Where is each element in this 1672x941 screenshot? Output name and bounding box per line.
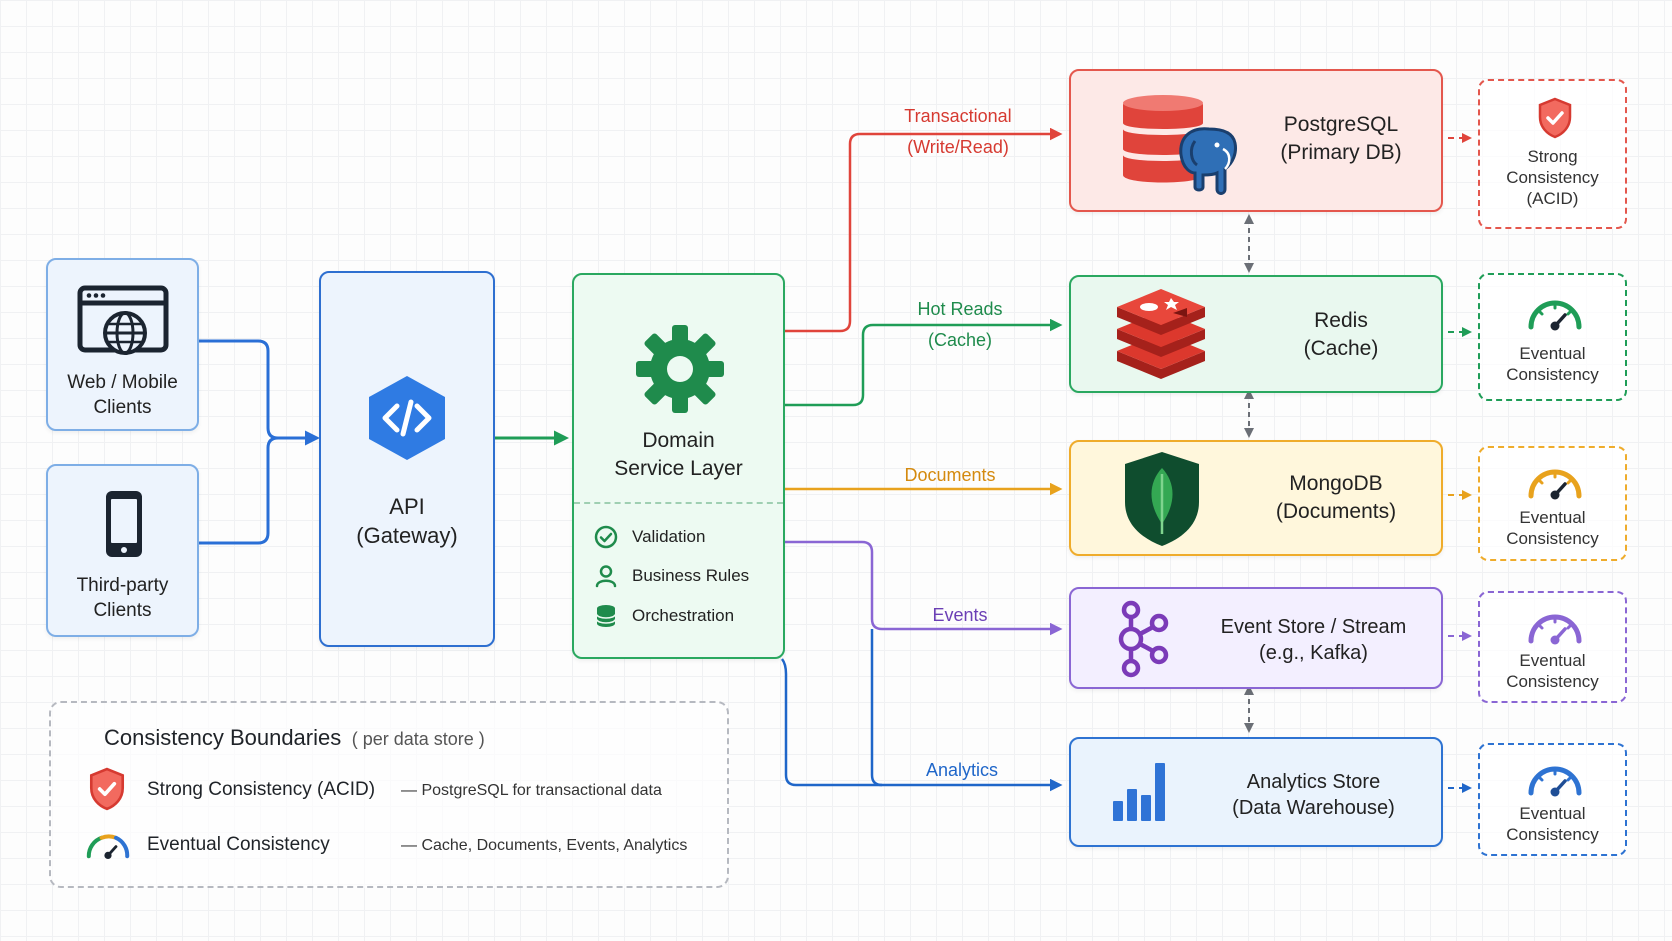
user-icon [595,565,617,588]
consistency-eventual-mongo: Eventual Consistency [1478,446,1627,561]
code-hexagon-icon [369,376,445,460]
mongodb-leaf-icon [1125,452,1199,546]
gauge-icon [1528,469,1582,500]
legend-eventual-label: Eventual Consistency [147,834,330,855]
eventual-events-line2: Consistency [1506,672,1599,691]
eventual-analytics-line1: Eventual [1519,804,1586,823]
domain-label-line1: Domain [642,429,715,452]
web-mobile-label-line2: Clients [93,397,152,418]
edge-label-hot-reads: Hot Reads (Cache) [880,298,1040,351]
event-store-label-line2: (e.g., Kafka) [1259,642,1368,664]
browser-globe-icon [77,285,169,355]
feature-orchestration: Orchestration [632,606,735,625]
edge-domain-to-postgres [782,127,1063,333]
gear-icon [636,325,724,413]
legend-subtitle: ( per data store ) [351,729,485,749]
analytics-store-label-line1: Analytics Store [1246,771,1381,793]
postgresql-label-line2: (Primary DB) [1280,141,1402,164]
edge-label-documents: Documents [870,464,1030,486]
web-mobile-clients-node[interactable]: Web / Mobile Clients [46,258,199,431]
postgres-elephant-icon [1123,95,1237,195]
edge-label-transactional: Transactional (Write/Read) [878,105,1038,158]
third-party-label-line1: Third-party [76,575,169,596]
postgresql-label-line1: PostgreSQL [1283,113,1399,136]
feature-validation: Validation [632,527,706,546]
third-party-label-line2: Clients [93,600,152,621]
mobile-phone-icon [106,491,142,557]
consistency-eventual-events: Eventual Consistency [1478,591,1627,703]
edge-label-transactional-line1: Transactional [904,106,1012,126]
redis-node[interactable]: Redis (Cache) [1069,275,1443,393]
legend-title-row: Consistency Boundaries ( per data store … [104,725,485,751]
analytics-store-label-line2: (Data Warehouse) [1232,797,1395,819]
gauge-icon [1528,766,1582,797]
eventual-redis-line2: Consistency [1506,365,1599,384]
edge-events-branch-to-analytics [870,629,883,787]
check-circle-icon [594,525,618,549]
eventual-redis-line1: Eventual [1519,344,1586,363]
bar-chart-icon [1113,763,1165,821]
gauge-icon [1528,300,1582,331]
domain-divider [574,502,783,504]
edge-label-hot-reads-line2: (Cache) [927,330,993,350]
consistency-eventual-analytics: Eventual Consistency [1478,743,1627,856]
eventual-analytics-line2: Consistency [1506,825,1599,844]
eventual-mongo-line1: Eventual [1519,508,1586,527]
mongodb-node[interactable]: MongoDB (Documents) [1069,440,1443,556]
edge-label-events-line1: Events [932,605,988,625]
legend-strong-label: Strong Consistency (ACID) [147,779,376,800]
edge-domain-to-analytics [780,658,1063,792]
strong-line1: Strong [1527,147,1578,166]
postgresql-node[interactable]: PostgreSQL (Primary DB) [1069,69,1443,212]
consistency-strong-postgres: Strong Consistency (ACID) [1478,79,1627,229]
eventual-mongo-line2: Consistency [1506,529,1599,548]
domain-service-layer-node[interactable]: Domain Service Layer Validation Business… [572,273,785,659]
api-label-line1: API [389,494,425,519]
legend-strong-desc: — PostgreSQL for transactional data [401,782,662,799]
legend-eventual-desc: — Cache, Documents, Events, Analytics [401,837,688,854]
shield-check-icon [1538,97,1572,139]
web-mobile-label-line1: Web / Mobile [67,372,178,393]
eventual-events-line1: Eventual [1519,651,1586,670]
consistency-eventual-redis: Eventual Consistency [1478,273,1627,401]
event-store-label-line1: Event Store / Stream [1220,616,1407,638]
domain-label-line2: Service Layer [614,457,743,480]
event-store-node[interactable]: Event Store / Stream (e.g., Kafka) [1069,587,1443,689]
feature-business-rules: Business Rules [632,566,750,585]
api-gateway-node[interactable]: API (Gateway) [319,271,495,647]
edge-label-hot-reads-line1: Hot Reads [917,299,1003,319]
redis-stack-icon [1117,289,1205,379]
edge-label-transactional-line2: (Write/Read) [907,137,1009,157]
edge-label-analytics-line1: Analytics [925,760,999,780]
edge-label-analytics: Analytics [882,759,1042,781]
consistency-legend: Consistency Boundaries ( per data store … [49,701,729,888]
edge-domain-to-events [782,540,1063,636]
edge-web-to-api [188,339,320,446]
strong-line2: Consistency [1506,168,1599,187]
legend-title: Consistency Boundaries [104,725,342,750]
edge-domain-to-redis [782,318,1063,407]
edge-label-documents-line1: Documents [904,465,996,485]
database-icon [596,605,616,627]
gauge-icon [86,834,130,859]
third-party-clients-node[interactable]: Third-party Clients [46,464,199,637]
mongodb-label-line2: (Documents) [1275,500,1397,523]
gauge-icon [1528,614,1582,645]
mongodb-label-line1: MongoDB [1289,472,1383,495]
shield-check-icon [89,767,125,811]
edge-label-events: Events [880,604,1040,626]
analytics-store-node[interactable]: Analytics Store (Data Warehouse) [1069,737,1443,847]
redis-label-line1: Redis [1314,309,1368,332]
kafka-nodes-icon [1118,600,1169,678]
api-label-line2: (Gateway) [356,523,458,548]
edge-thirdparty-to-api [188,436,317,545]
strong-line3: (ACID) [1526,189,1579,208]
redis-label-line2: (Cache) [1303,337,1379,360]
